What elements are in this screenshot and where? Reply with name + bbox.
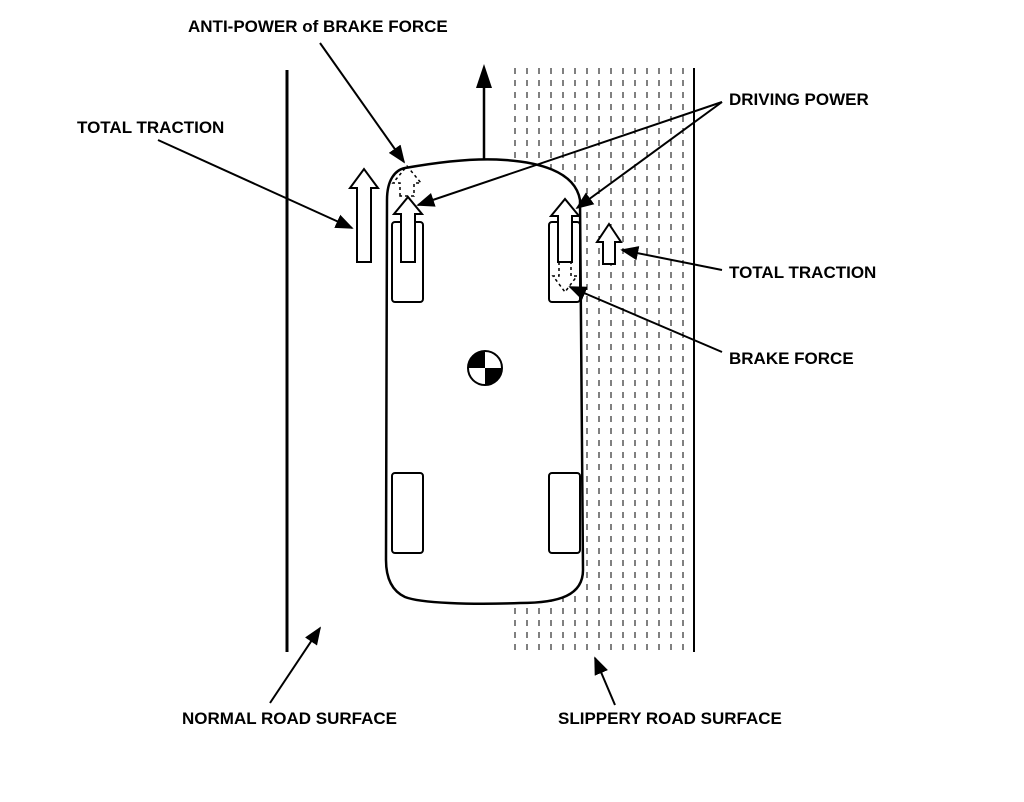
label-brake-force: BRAKE FORCE: [729, 349, 854, 368]
rear-right-wheel: [548, 472, 581, 554]
leader-brake-force: [568, 286, 723, 353]
driving-power-arrow-right: [548, 197, 582, 263]
rear-left-wheel: [391, 472, 424, 554]
label-total-traction-right: TOTAL TRACTION: [729, 263, 876, 282]
driving-power-arrow-left: [391, 195, 425, 263]
center-of-gravity-icon: [467, 350, 503, 386]
leader-lines: [157, 42, 723, 706]
leader-normal-surface: [269, 626, 321, 704]
leader-driving-power-right: [575, 101, 723, 210]
label-anti-power-of-brake-force: ANTI-POWER of BRAKE FORCE: [188, 17, 448, 36]
total-traction-arrow-right: [595, 222, 623, 265]
label-total-traction-left: TOTAL TRACTION: [77, 118, 224, 137]
car-body: [384, 158, 585, 605]
label-driving-power: DRIVING POWER: [729, 90, 869, 109]
total-traction-arrow-left: [348, 167, 380, 263]
leader-anti-power: [319, 42, 406, 164]
label-slippery-road-surface: SLIPPERY ROAD SURFACE: [558, 709, 782, 728]
leader-slippery-surface: [594, 656, 616, 706]
brake-force-dashed-arrow: [551, 262, 579, 294]
label-normal-road-surface: NORMAL ROAD SURFACE: [182, 709, 397, 728]
leader-driving-power-left: [416, 101, 723, 207]
leader-total-traction-right: [620, 246, 723, 271]
leader-total-traction-left: [157, 139, 354, 229]
anti-power-dashed-arrow: [391, 164, 423, 197]
forward-direction-arrow-icon: [476, 64, 492, 164]
